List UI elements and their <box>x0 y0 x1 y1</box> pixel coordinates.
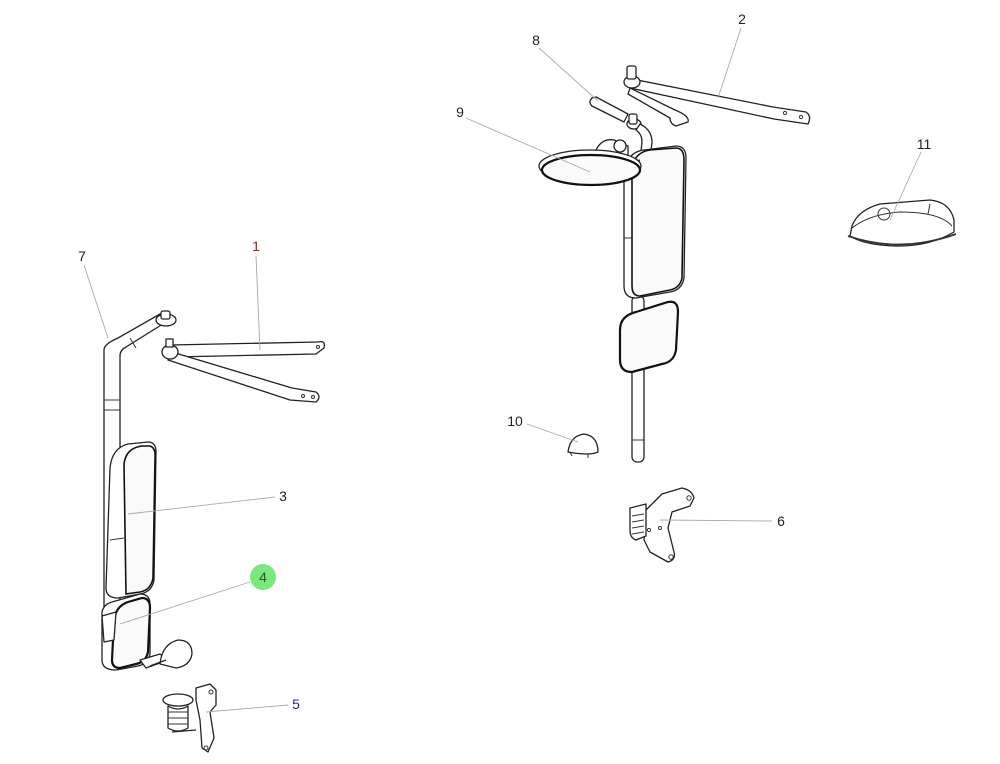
close-proximity-mirror-left <box>139 639 193 669</box>
callout-11[interactable]: 11 <box>916 136 932 152</box>
upper-arm-part-1[interactable] <box>161 338 326 403</box>
callout-9[interactable]: 9 <box>456 104 464 120</box>
callout-1[interactable]: 1 <box>252 238 260 254</box>
main-mirror-right <box>623 145 687 299</box>
wide-angle-mirror-part-4[interactable] <box>101 593 152 671</box>
mirror-housing-part-11[interactable] <box>847 199 957 247</box>
wide-angle-mirror-right <box>618 300 680 374</box>
round-mirror-part-9[interactable] <box>538 139 642 187</box>
right-assembly <box>538 65 957 563</box>
callout-6[interactable]: 6 <box>777 513 785 529</box>
end-cap-part-10[interactable] <box>567 433 599 458</box>
callout-7[interactable]: 7 <box>78 248 86 264</box>
lower-bracket-part-5[interactable] <box>162 683 217 753</box>
lower-bracket-part-6[interactable] <box>629 487 695 563</box>
left-assembly <box>101 310 326 753</box>
callout-4-highlighted[interactable]: 4 <box>250 564 276 590</box>
callout-5[interactable]: 5 <box>292 696 300 712</box>
main-mirror-part-3[interactable] <box>105 441 157 599</box>
callout-8[interactable]: 8 <box>532 32 540 48</box>
callout-10[interactable]: 10 <box>507 413 523 429</box>
adjusting-pin-part-8[interactable] <box>589 96 642 130</box>
callout-3[interactable]: 3 <box>279 488 287 504</box>
leader-lines <box>83 27 922 713</box>
upper-arm-part-2[interactable] <box>623 65 811 127</box>
callout-2[interactable]: 2 <box>738 11 746 27</box>
